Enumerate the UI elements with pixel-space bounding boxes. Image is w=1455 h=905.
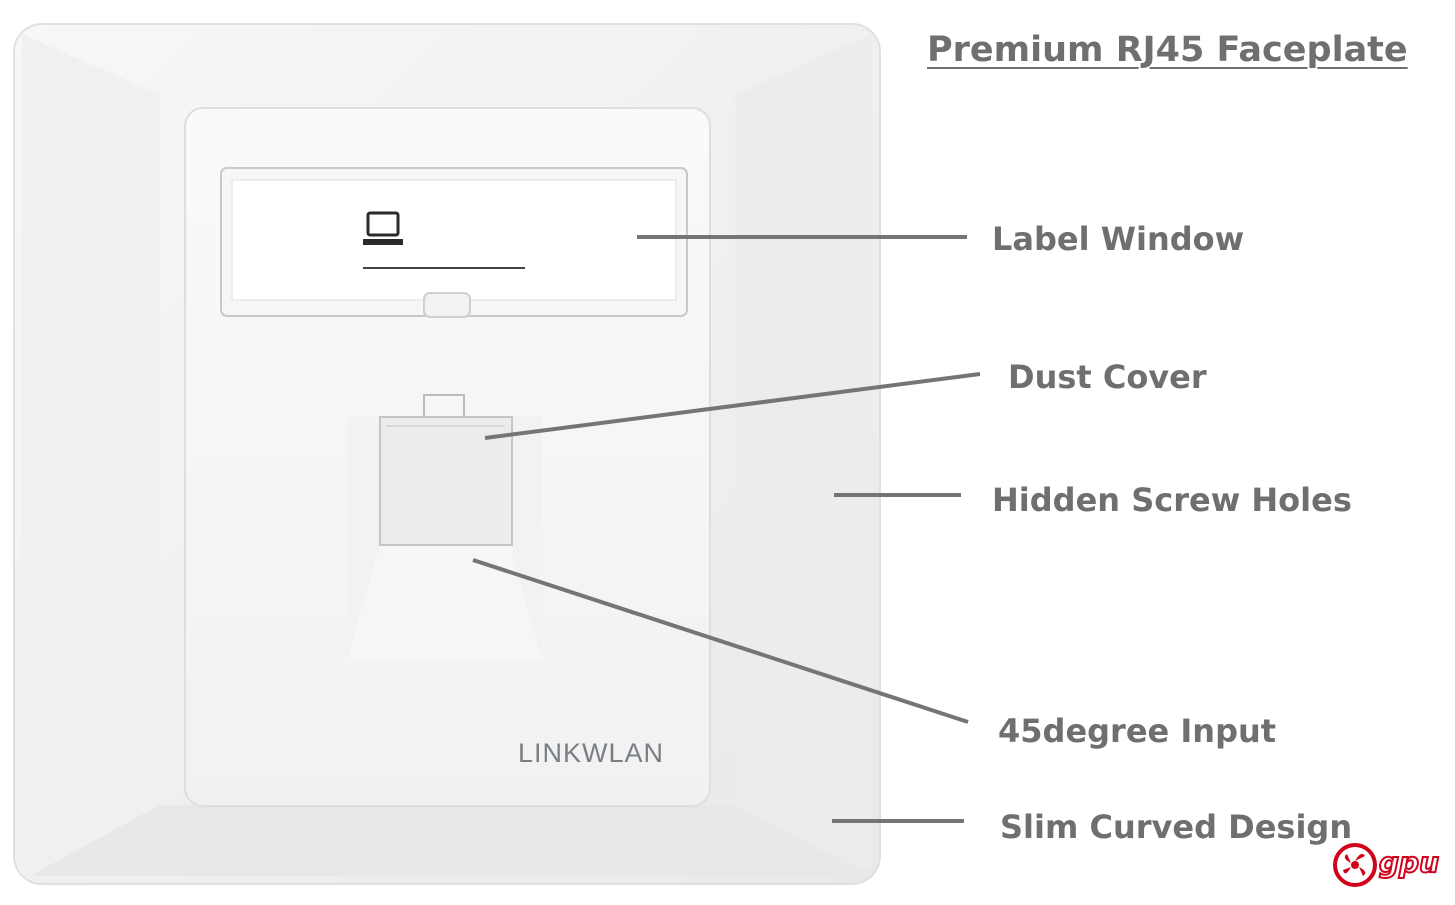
port-slope (347, 545, 542, 660)
hidden-screw-holes-label: Hidden Screw Holes (992, 481, 1352, 519)
brand-logo-text: LINKWLAN (518, 738, 665, 768)
45degree-input-label: 45degree Input (998, 712, 1277, 750)
label-window-label: Label Window (992, 220, 1245, 258)
frame-bevel-left (22, 34, 160, 872)
watermark-text: gpu (1378, 845, 1440, 880)
fan-icon (1333, 843, 1377, 887)
label-window-clip (423, 292, 471, 318)
gpu-watermark: gpu (1331, 840, 1443, 890)
frame-bevel-bottom (30, 805, 864, 876)
frame-bevel-right (735, 34, 872, 872)
laptop-icon (363, 211, 403, 245)
dust-cover-tab (423, 394, 465, 420)
dust-cover-label: Dust Cover (1008, 358, 1207, 396)
label-window-inner (231, 179, 677, 301)
callout-line-45degree (472, 558, 969, 724)
page-title: Premium RJ45 Faceplate (927, 30, 1408, 70)
callout-line-dust-cover (484, 372, 981, 440)
slim-curved-design-label: Slim Curved Design (1000, 808, 1353, 846)
